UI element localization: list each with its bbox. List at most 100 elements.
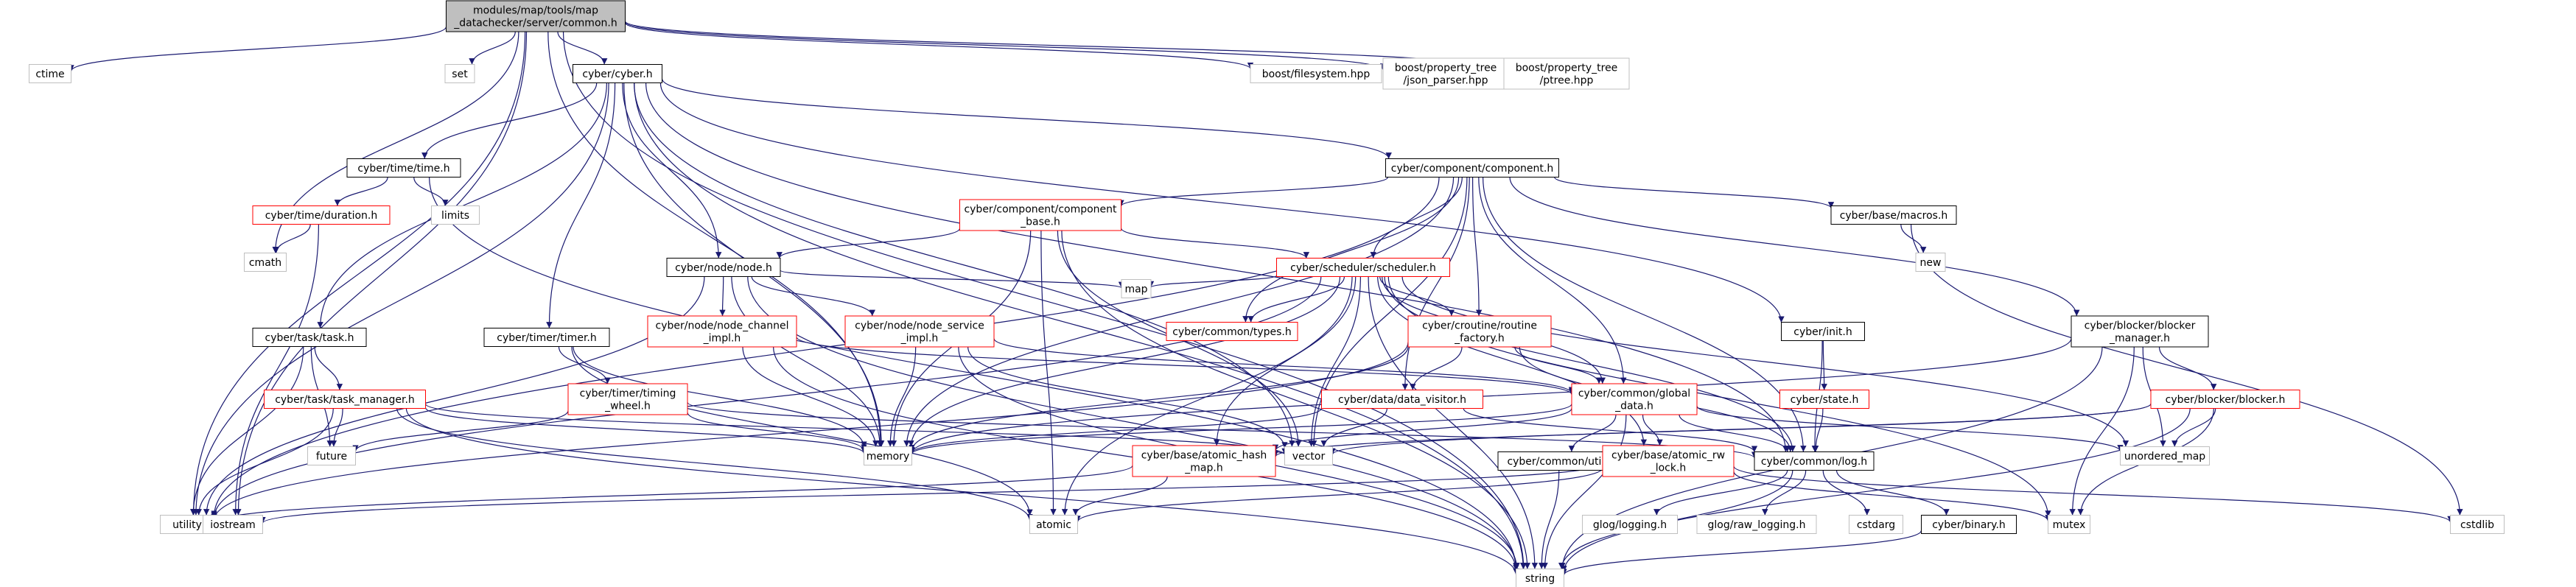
node-new: new	[1915, 253, 1946, 272]
node-iostream: iostream	[203, 515, 263, 534]
node-atomic-rw-lock-h[interactable]: cyber/base/atomic_rw_lock.h	[1602, 445, 1735, 477]
edge-scheduler_h-to-atomic	[1061, 276, 1353, 516]
node-binary-h[interactable]: cyber/binary.h	[1921, 515, 2017, 534]
node-global-data-h[interactable]: cyber/common/global_data.h	[1571, 383, 1698, 415]
node-box	[1602, 445, 1735, 477]
node-box	[483, 328, 610, 347]
node-routine-factory-h[interactable]: cyber/croutine/routine_factory.h	[1407, 315, 1552, 348]
node-component-h[interactable]: cyber/component/component.h	[1385, 158, 1559, 177]
edge-global_data_h-to-memory	[909, 404, 1572, 454]
node-node-service-impl-h[interactable]: cyber/node/node_service_impl.h	[844, 315, 995, 348]
edge-root-to-iostream	[235, 31, 528, 516]
edge-data_visitor_h-to-memory	[909, 407, 1323, 454]
node-label-line: cyber/task/task.h	[265, 332, 354, 344]
node-time-h[interactable]: cyber/time/time.h	[346, 158, 461, 177]
node-timing-wheel-h[interactable]: cyber/timer/timing_wheel.h	[567, 383, 688, 415]
edge-root-to-boostfs	[624, 22, 1253, 69]
node-box	[1571, 383, 1698, 415]
node-blocker-manager-h[interactable]: cyber/blocker/blocker_manager.h	[2071, 315, 2209, 348]
node-component-base-h[interactable]: cyber/component/component_base.h	[959, 199, 1121, 231]
node-blocker-h[interactable]: cyber/blocker/blocker.h	[2150, 390, 2300, 409]
node-scheduler-h[interactable]: cyber/scheduler/scheduler.h	[1276, 258, 1450, 277]
edge-routine_factory_h-to-global_data_h	[1514, 346, 1603, 384]
node-box	[244, 253, 287, 272]
node-box	[1503, 57, 1630, 90]
edge-component_h-to-macros_h	[1554, 176, 1835, 209]
edge-cyber_h-to-init_h	[659, 82, 1785, 323]
edge-task_manager_h-to-atomic	[396, 408, 1033, 521]
edge-blocker_manager_h-to-mutex	[2069, 346, 2135, 516]
edge-global_data_h-to-util_h	[1568, 414, 1617, 452]
node-task-h[interactable]: cyber/task/task.h	[252, 328, 367, 347]
node-task-manager-h[interactable]: cyber/task/task_manager.h	[264, 390, 426, 409]
edge-scheduler_h-to-types_h	[1247, 276, 1345, 323]
node-box	[1915, 253, 1946, 272]
node-duration-h[interactable]: cyber/time/duration.h	[252, 205, 391, 225]
node-data-visitor-h[interactable]: cyber/data/data_visitor.h	[1321, 390, 1483, 409]
node-atomic-hash-map-h[interactable]: cyber/base/atomic_hash_map.h	[1132, 445, 1276, 477]
edge-log_h-to-binary_h	[1835, 470, 1950, 516]
node-box	[1849, 515, 1903, 534]
node-label-line: set	[452, 68, 468, 80]
node-memory: memory	[864, 446, 912, 465]
node-types-h[interactable]: cyber/common/types.h	[1166, 322, 1298, 341]
node-label-line: cyber/common/types.h	[1172, 326, 1292, 338]
edge-component_base_h-to-node_h	[776, 228, 961, 259]
node-box	[1696, 515, 1817, 534]
node-timer-h[interactable]: cyber/timer/timer.h	[483, 328, 610, 347]
node-macros-h[interactable]: cyber/base/macros.h	[1830, 205, 1957, 225]
edge-time_h-to-limits	[413, 177, 449, 206]
edge-global_data_h-to-atomic_hash_map_h	[1272, 407, 1572, 451]
edge-cyber_h-to-log_h	[645, 82, 1789, 452]
node-label-line: cyber/common/util.h	[1507, 456, 1614, 468]
node-root[interactable]: modules/map/tools/map_datachecker/server…	[446, 0, 626, 32]
edge-component_base_h-to-string	[1061, 230, 1530, 569]
node-cyber-h[interactable]: cyber/cyber.h	[573, 64, 662, 83]
node-label-line: cyber/timer/timer.h	[497, 332, 596, 344]
edge-component_base_h-to-atomic	[1040, 230, 1057, 516]
node-box	[1166, 322, 1298, 341]
edge-root-to-utility	[190, 31, 526, 516]
edge-component_h-to-memory	[903, 177, 1455, 447]
node-log-h[interactable]: cyber/common/log.h	[1754, 451, 1875, 471]
node-label-line: /json_parser.hpp	[1403, 75, 1488, 87]
node-label-line: cyber/node/node_service	[855, 320, 984, 332]
node-init-h[interactable]: cyber/init.h	[1781, 322, 1865, 341]
node-state-h[interactable]: cyber/state.h	[1779, 390, 1869, 409]
node-label-line: cyber/task/task_manager.h	[275, 394, 415, 406]
edge-blocker_h-to-string	[1561, 408, 2191, 572]
node-label-line: _datachecker/server/common.h	[453, 18, 617, 29]
node-box	[567, 383, 688, 415]
node-box	[252, 205, 391, 225]
node-box	[2071, 315, 2209, 348]
node-box	[307, 446, 356, 465]
edge-component_h-to-scheduler_h	[1370, 177, 1463, 259]
node-label-line: cyber/binary.h	[1932, 519, 2006, 531]
edge-global_data_h-to-string	[1541, 414, 1627, 569]
node-cstdarg: cstdarg	[1849, 515, 1903, 534]
edge-data_visitor_h-to-vector	[1320, 408, 1387, 447]
edge-root-to-ctime	[68, 27, 447, 71]
node-cstdlib: cstdlib	[2450, 515, 2505, 534]
edge-component_h-to-types_h	[1242, 177, 1460, 323]
edge-data_visitor_h-to-log_h	[1463, 408, 1758, 453]
node-label-line: cyber/common/log.h	[1761, 456, 1867, 468]
edge-cyber_h-to-component_h	[661, 78, 1392, 159]
edge-atomic_hash_map_h-to-atomic	[1072, 476, 1168, 516]
edge-routine_factory_h-to-utility	[211, 342, 1409, 521]
node-future: future	[307, 446, 356, 465]
edge-timing_wheel_h-to-memory	[687, 412, 867, 451]
node-node-h[interactable]: cyber/node/node.h	[666, 258, 781, 277]
node-label-line: cyber/state.h	[1791, 394, 1859, 406]
edge-log_h-to-glog_logging	[1653, 470, 1788, 516]
node-label-line: ctime	[35, 68, 64, 80]
node-box	[1382, 57, 1509, 90]
node-label-line: /ptree.hpp	[1540, 75, 1594, 87]
node-node-channel-impl-h[interactable]: cyber/node/node_channel_impl.h	[647, 315, 797, 348]
node-label-line: glog/logging.h	[1593, 519, 1667, 531]
node-label-line: cyber/component/component	[964, 204, 1117, 216]
node-label-line: iostream	[210, 519, 256, 531]
node-label-line: memory	[867, 451, 910, 463]
node-label-line: boost/filesystem.hpp	[1262, 68, 1371, 80]
node-glog-logging: glog/logging.h	[1582, 515, 1678, 534]
